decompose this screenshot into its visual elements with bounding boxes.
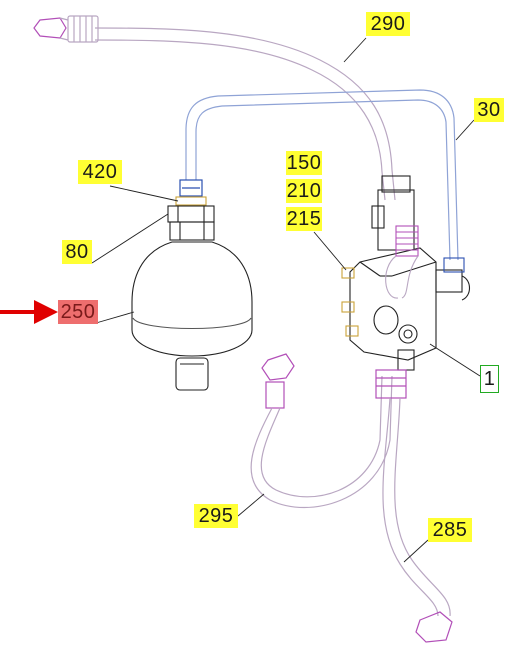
- callout-250: 250: [58, 300, 98, 324]
- callout-285: 285: [428, 518, 472, 542]
- accumulator-250: [131, 196, 253, 391]
- callout-80: 80: [62, 240, 92, 264]
- callout-290: 290: [366, 12, 410, 36]
- callout-150: 150: [286, 151, 322, 175]
- callout-210: 210: [286, 179, 322, 203]
- hose-295: [250, 353, 407, 508]
- callout-30: 30: [474, 98, 504, 122]
- callout-420: 420: [78, 160, 122, 184]
- leader-lines: [91, 37, 481, 563]
- pipe-30: [179, 89, 459, 261]
- hose-290-coupling: [385, 225, 419, 299]
- callout-295: 295: [194, 504, 238, 528]
- valve-block-1: [341, 175, 471, 371]
- callout-215: 215: [286, 207, 322, 231]
- red-pointer-arrow: [0, 300, 58, 324]
- callout-1: 1: [480, 365, 499, 393]
- hose-290: [33, 15, 396, 201]
- hose-285: [382, 397, 453, 643]
